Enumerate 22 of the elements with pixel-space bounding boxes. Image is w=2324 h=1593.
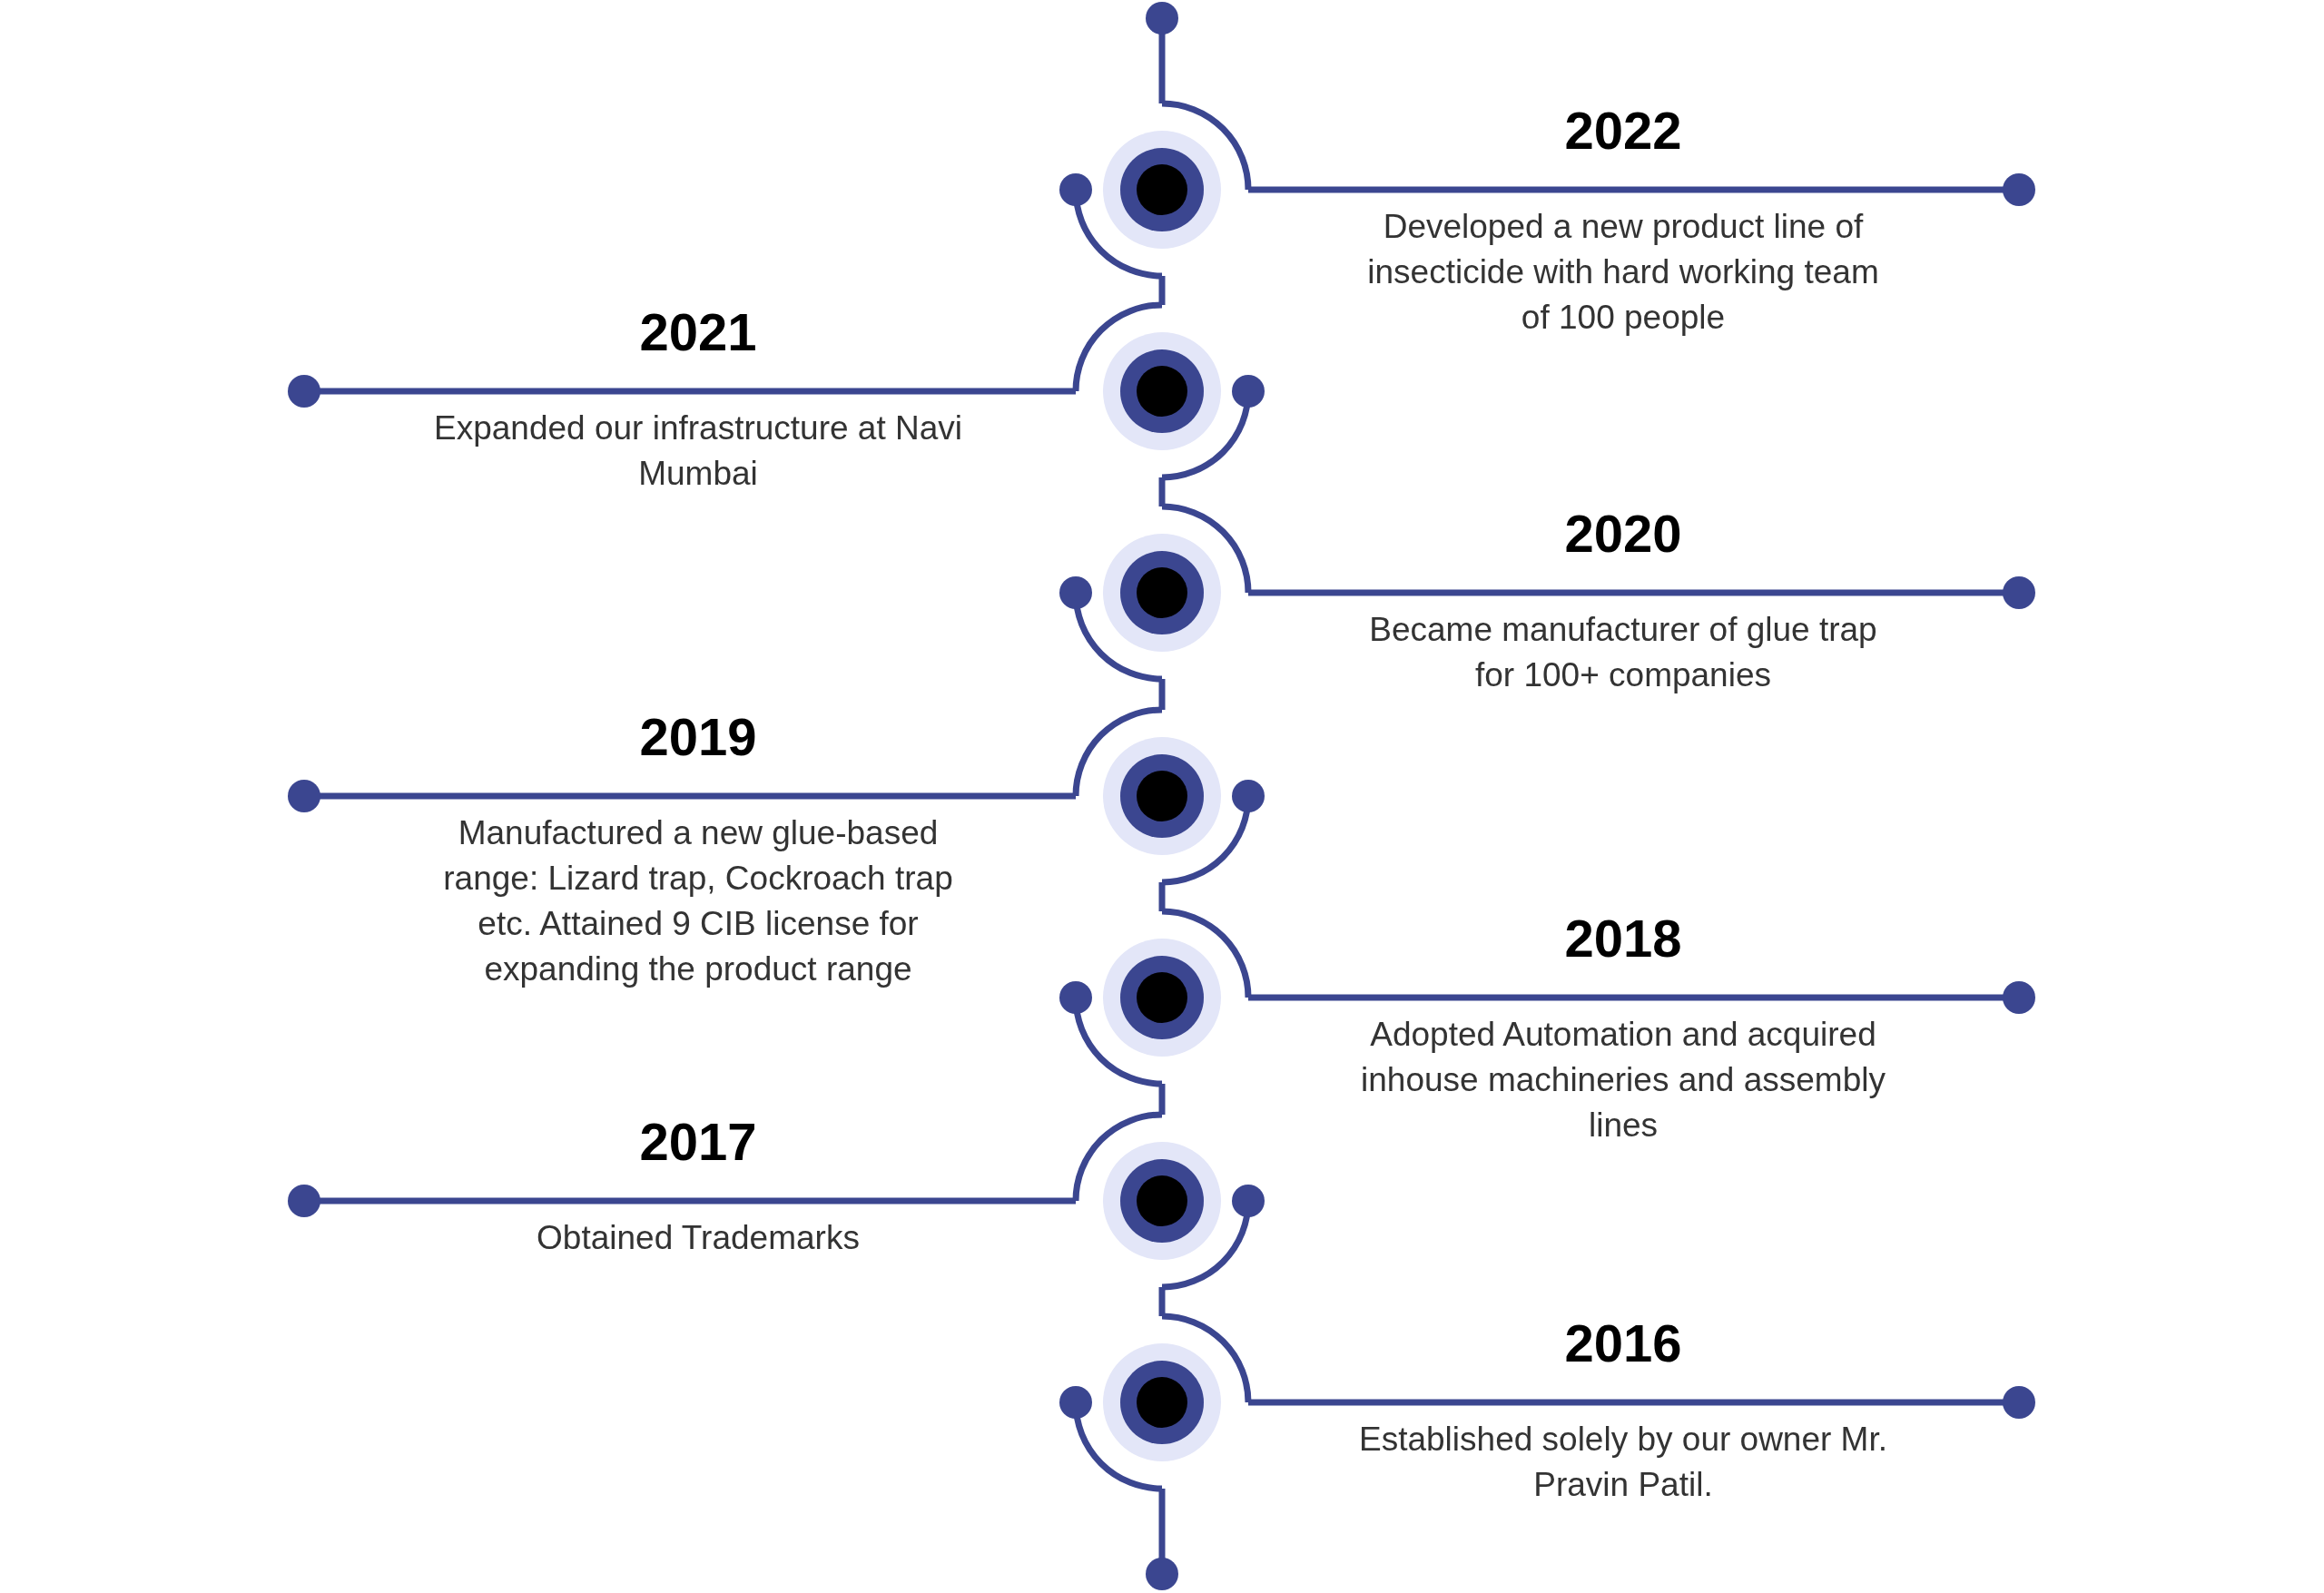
timeline-connector (1146, 1489, 1178, 1590)
milestone-description: Obtained Trademarks (536, 1218, 861, 1258)
milestone-description: Expanded our infrastructure at Navi Mumbai (433, 408, 963, 494)
year-heading: 2016 (1564, 1313, 1682, 1374)
year-heading: 2017 (639, 1111, 757, 1173)
year-heading: 2021 (639, 301, 757, 363)
timeline-connector (1158, 276, 1166, 305)
year-heading: 2019 (639, 706, 757, 768)
timeline-connector (1158, 477, 1166, 506)
year-heading: 2022 (1564, 100, 1682, 162)
milestone-description: Adopted Automation and acquired inhouse machineries and assembly lines (1360, 1015, 1886, 1146)
timeline-connector (1146, 2, 1178, 103)
milestone-description: Became manufacturer of glue trap for 100+ companies (1368, 610, 1878, 695)
year-heading: 2020 (1564, 503, 1682, 565)
milestone-description: Developed a new product line of insecticide with hard working team of 100 people (1366, 207, 1880, 338)
timeline-connector (1158, 679, 1166, 710)
timeline-connector (1158, 882, 1166, 911)
milestone-description: Manufactured a new glue-based range: Lizard trap, Cockroach trap etc. Attained 9 CIB license for expanding the product range (442, 813, 954, 989)
timeline-connector (1158, 1287, 1166, 1316)
year-heading: 2018 (1564, 908, 1682, 969)
timeline-connector (1158, 1084, 1166, 1115)
milestone-description: Established solely by our owner Mr. Pravin Patil. (1358, 1420, 1888, 1505)
